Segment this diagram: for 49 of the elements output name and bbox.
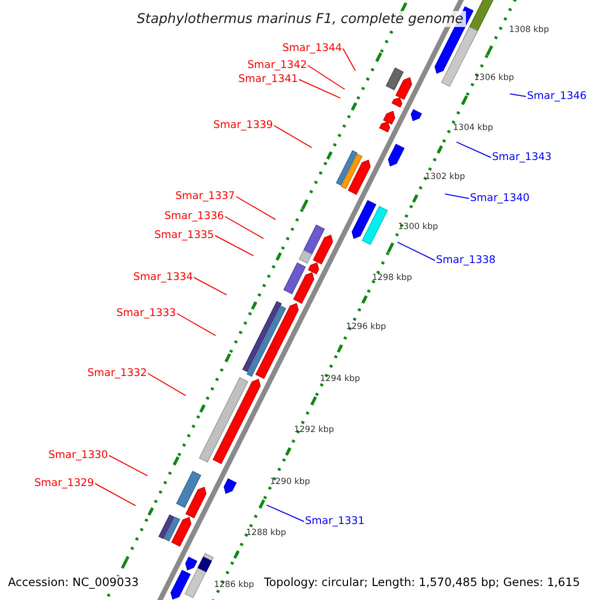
scale-label: 1296 kbp <box>346 321 386 333</box>
leader-line <box>274 125 312 148</box>
leader-line <box>397 242 436 261</box>
footer-text: Accession: NC_009033 <box>8 576 139 588</box>
gene-label: Smar_1332 <box>87 367 147 380</box>
gene-label: Smar_1331 <box>305 515 365 528</box>
gene-label: Smar_1344 <box>282 42 342 55</box>
gene-label: Smar_1341 <box>238 73 298 86</box>
footer-text: Topology: circular; Length: 1,570,485 bp; Genes: 1,615 <box>264 576 580 588</box>
gene-label: Smar_1343 <box>492 151 552 164</box>
scale-label: 1286 kbp <box>214 579 254 591</box>
scale-label: 1306 kbp <box>474 72 514 84</box>
leader-line <box>194 277 228 296</box>
gene-label: Smar_1334 <box>133 271 193 284</box>
leader-line <box>176 313 216 336</box>
scale-label: 1300 kbp <box>398 221 438 233</box>
leader-line <box>214 235 254 256</box>
leader-line <box>444 193 470 199</box>
scale-label: 1298 kbp <box>372 272 412 284</box>
leader-line <box>94 483 136 506</box>
gene-label: Smar_1336 <box>164 210 224 223</box>
gene-label: Smar_1329 <box>34 477 94 490</box>
gene-label: Smar_1330 <box>48 449 108 462</box>
gene-label: Smar_1340 <box>470 192 530 205</box>
leader-line <box>342 48 356 72</box>
leader-line <box>266 504 304 522</box>
leader-line <box>236 196 276 220</box>
gene-label: Smar_1335 <box>154 229 214 242</box>
gene-label: Smar_1337 <box>175 190 235 203</box>
scale-label: 1302 kbp <box>425 171 466 183</box>
leader-line <box>456 142 492 158</box>
leader-line <box>509 93 526 97</box>
scale-label: 1290 kbp <box>270 476 310 488</box>
leader-line <box>224 216 264 240</box>
gene-label: Smar_1346 <box>527 90 587 103</box>
leader-line <box>108 455 148 476</box>
scale-label: 1294 kbp <box>320 373 360 385</box>
gene-label: Smar_1333 <box>116 307 176 320</box>
scale-label: 1288 kbp <box>246 527 286 539</box>
scale-label: 1292 kbp <box>294 424 334 436</box>
gene-label: Smar_1339 <box>213 119 273 132</box>
leader-line <box>308 65 346 90</box>
gene-label: Smar_1338 <box>436 254 496 267</box>
gene-label: Smar_1342 <box>247 59 307 72</box>
leader-line <box>148 373 186 396</box>
scale-label: 1304 kbp <box>453 122 494 134</box>
scale-label: 1308 kbp <box>509 24 550 36</box>
leader-line <box>298 79 341 99</box>
diagram-title: Staphylothermus marinus F1, complete genome <box>134 11 466 27</box>
